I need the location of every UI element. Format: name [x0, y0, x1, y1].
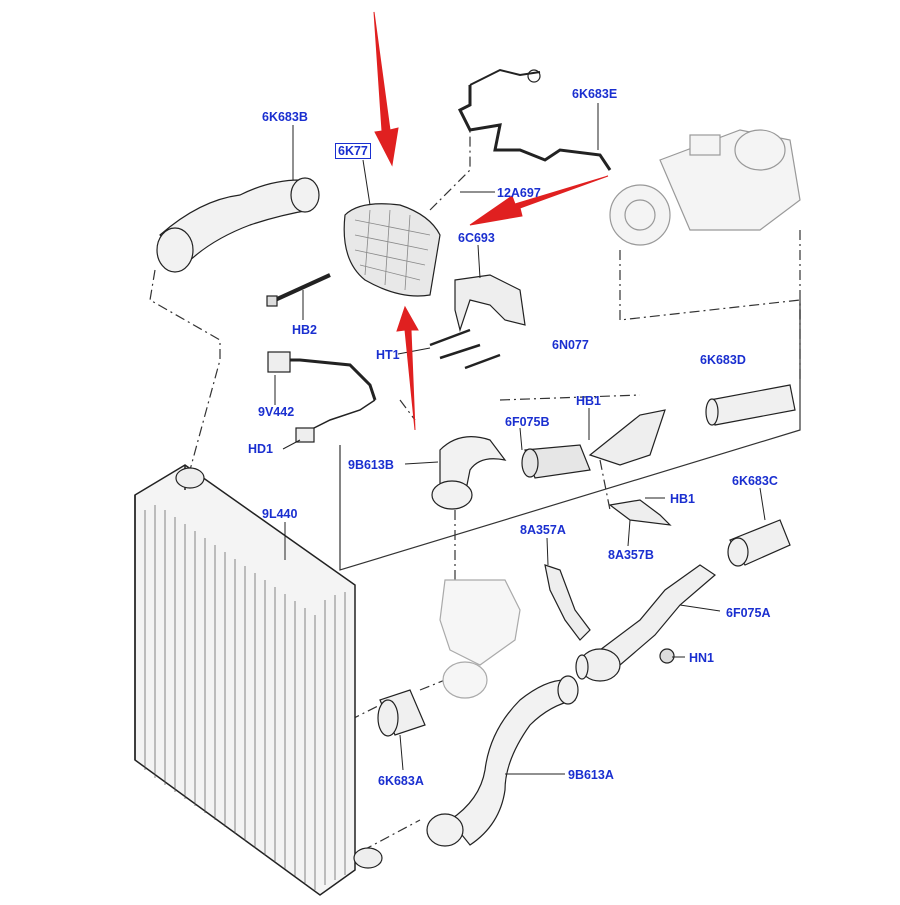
label-9b613a: 9B613A: [568, 768, 614, 782]
label-8a357a: 8A357A: [520, 523, 566, 537]
bracket-8a357b: [608, 499, 672, 526]
label-6k683b: 6K683B: [262, 110, 308, 124]
label-8a357b: 8A357B: [608, 548, 654, 562]
leader-line-turbo: [619, 250, 801, 380]
throttle-body: [439, 579, 521, 699]
leader-line-hose-to-cooler: [149, 269, 221, 480]
bracket-6c693: [454, 274, 526, 333]
pipe-6k683d: [705, 384, 796, 426]
label-6k683e: 6K683E: [572, 87, 618, 101]
turbocharger: [609, 129, 801, 246]
label-hd1: HD1: [248, 442, 274, 456]
label-9v442: 9V442: [258, 405, 295, 419]
hose-6k683b: [156, 177, 320, 273]
label-6k683c: 6K683C: [732, 474, 778, 488]
label-hb1-right: HB1: [670, 492, 696, 506]
bolt-head-hb2: [266, 295, 278, 307]
sensor-9v442: [267, 351, 377, 443]
leader-line-pipe: [429, 130, 471, 211]
label-hb2: HB2: [292, 323, 318, 337]
label-6k77: 6K77: [335, 143, 371, 159]
intake-duct-6k77: [343, 203, 441, 297]
nut-hn1: [659, 648, 675, 664]
pipe-bracket-inset: [588, 409, 666, 466]
red-arrow-up: [396, 305, 419, 431]
label-9l440: 9L440: [262, 507, 298, 521]
leader-line-bracket: [599, 459, 611, 511]
hose-9b613a: [426, 675, 579, 847]
label-6f075a: 6F075A: [726, 606, 771, 620]
leader-line-6n077: [499, 394, 641, 401]
label-hn1: HN1: [689, 651, 715, 665]
red-arrows: [373, 11, 609, 431]
bracket-8a357a: [544, 564, 591, 641]
label-9b613b: 9B613B: [348, 458, 394, 472]
label-6k683d: 6K683D: [700, 353, 746, 367]
intercooler-9l440: [134, 464, 383, 896]
pipe-6k683c: [727, 519, 791, 567]
label-6f075b: 6F075B: [505, 415, 550, 429]
bolts-ht1: [429, 328, 501, 370]
pipe-fitting-top: [527, 69, 541, 83]
label-6n077: 6N077: [552, 338, 589, 352]
inset-box-6n077: [339, 300, 801, 571]
label-ht1: HT1: [376, 348, 400, 362]
pipe-connector-top: [469, 68, 541, 86]
leader-line-9v442: [399, 399, 416, 421]
label-hb1-top: HB1: [576, 394, 602, 408]
sleeve-6k683a: [377, 689, 426, 737]
connector-6f075b: [521, 444, 591, 479]
label-6k683a: 6K683A: [378, 774, 424, 788]
pipe-assembly-12a697: [457, 85, 612, 171]
pipe-6f075a: [575, 564, 716, 682]
hose-9b613b: [431, 436, 507, 510]
label-6c693: 6C693: [458, 231, 495, 245]
red-arrow-top: [373, 11, 399, 167]
label-12a697: 12A697: [497, 186, 541, 200]
red-arrow-right: [469, 175, 609, 226]
bolt-hb2: [274, 273, 331, 302]
